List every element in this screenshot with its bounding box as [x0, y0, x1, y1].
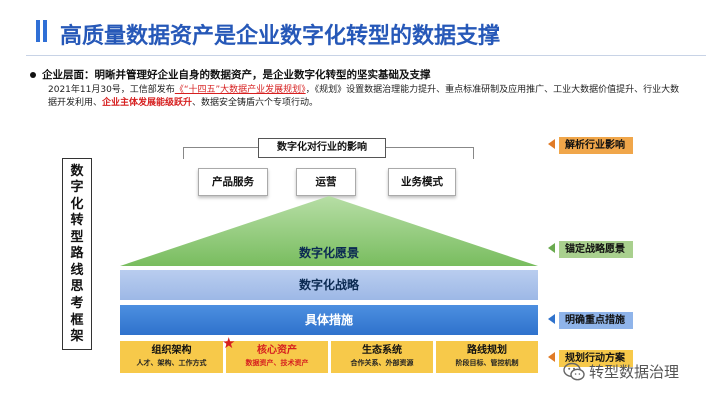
- vertical-title-char: 化: [70, 196, 84, 212]
- bottom-item-title: 组织架构: [151, 345, 192, 356]
- arrow-left-icon: [548, 243, 555, 253]
- framework-vertical-title: 数字化转型路线思考框架: [62, 158, 92, 350]
- vertical-title-char: 字: [70, 180, 84, 196]
- intro-para-1: 2021年11月30号，工信部发布: [48, 85, 175, 95]
- intro-bullet-text: 企业层面：明晰并管理好企业自身的数据资产，是企业数字化转型的坚实基础及支撑: [42, 69, 431, 81]
- wechat-watermark: 转型数据治理: [563, 360, 713, 384]
- vertical-title-char: 数: [70, 163, 84, 179]
- vertical-title-char: 考: [70, 296, 84, 312]
- side-tag-label: 明确重点措施: [559, 312, 633, 329]
- intro-bullet: 企业层面：明晰并管理好企业自身的数据资产，是企业数字化转型的坚实基础及支撑: [30, 67, 431, 82]
- vertical-title-char: 架: [70, 329, 84, 345]
- side-tag-label: 锚定战略愿景: [559, 241, 633, 258]
- bottom-item-core-assets: 核心资产 数据资产、技术资产: [226, 341, 328, 373]
- vertical-title-char: 思: [70, 279, 84, 295]
- impact-box-product-service: 产品服务: [198, 168, 268, 196]
- bottom-item-roadmap: 路线规划 阶段目标、管控机制: [436, 341, 538, 373]
- side-tag-industry-impact: 解析行业影响: [548, 137, 633, 154]
- strategy-bar: 数字化战略: [120, 270, 538, 300]
- bullet-dot-icon: [30, 72, 36, 78]
- vertical-title-char: 框: [70, 312, 84, 328]
- bottom-item-organization: 组织架构 人才、架构、工作方式: [120, 341, 223, 373]
- page-title: 高质量数据资产是企业数字化转型的数据支撑: [60, 24, 501, 49]
- arrow-left-icon: [548, 314, 555, 324]
- bottom-item-sub: 人才、架构、工作方式: [136, 359, 207, 367]
- bottom-item-title: 生态系统: [362, 345, 402, 356]
- side-tag-key-measures: 明确重点措施: [548, 312, 633, 329]
- measures-bar: 具体措施: [120, 305, 538, 335]
- bottom-item-sub: 阶段目标、管控机制: [455, 359, 519, 367]
- bottom-item-title: 核心资产: [257, 345, 297, 356]
- vertical-title-char: 线: [70, 262, 84, 278]
- bottom-item-sub: 合作关系、外部资源: [350, 359, 414, 367]
- intro-highlight: 企业主体发展能级跃升: [102, 98, 193, 108]
- vision-label: 数字化愿景: [298, 246, 359, 260]
- impact-header: 数字化对行业的影响: [258, 138, 386, 158]
- wechat-icon: [563, 362, 585, 381]
- bracket-left-drop: [183, 147, 184, 159]
- intro-para-3: 、数据安全铸盾六个专项行动。: [192, 98, 319, 108]
- bottom-item-ecosystem: 生态系统 合作关系、外部资源: [331, 341, 433, 373]
- intro-plan-link[interactable]: 《“十四五”大数据产业发展规划》: [174, 85, 306, 95]
- title-accent-bars: [36, 18, 48, 46]
- side-tag-strategic-vision: 锚定战略愿景: [548, 241, 633, 258]
- side-tag-label: 解析行业影响: [559, 137, 633, 154]
- vision-pyramid: [120, 196, 538, 266]
- arrow-left-icon: [548, 352, 555, 362]
- side-tag-label: 规划行动方案: [559, 350, 633, 367]
- star-icon: ★: [222, 334, 236, 352]
- title-divider: [26, 55, 706, 56]
- bracket-top-right: [384, 147, 474, 148]
- bottom-item-sub: 数据资产、技术资产: [245, 359, 309, 367]
- intro-para-2: ，《规划》设置数据治理能力提升、重点标准研制及应用推广、工业大数据价值提升、行业…: [48, 85, 680, 108]
- bracket-right-drop: [473, 147, 474, 159]
- wechat-account-name: 转型数据治理: [589, 363, 680, 381]
- vertical-title-char: 转: [70, 213, 84, 229]
- vertical-title-char: 路: [70, 246, 84, 262]
- bracket-top-left: [183, 147, 258, 148]
- vertical-title-char: 型: [70, 229, 84, 245]
- bottom-item-title: 路线规划: [467, 345, 507, 356]
- impact-box-operations: 运营: [296, 168, 356, 196]
- impact-box-business-model: 业务模式: [388, 168, 456, 196]
- arrow-left-icon: [548, 139, 555, 149]
- side-tag-action-plan: 规划行动方案: [548, 350, 633, 367]
- intro-paragraph: 2021年11月30号，工信部发布《“十四五”大数据产业发展规划》，《规划》设置…: [48, 84, 688, 110]
